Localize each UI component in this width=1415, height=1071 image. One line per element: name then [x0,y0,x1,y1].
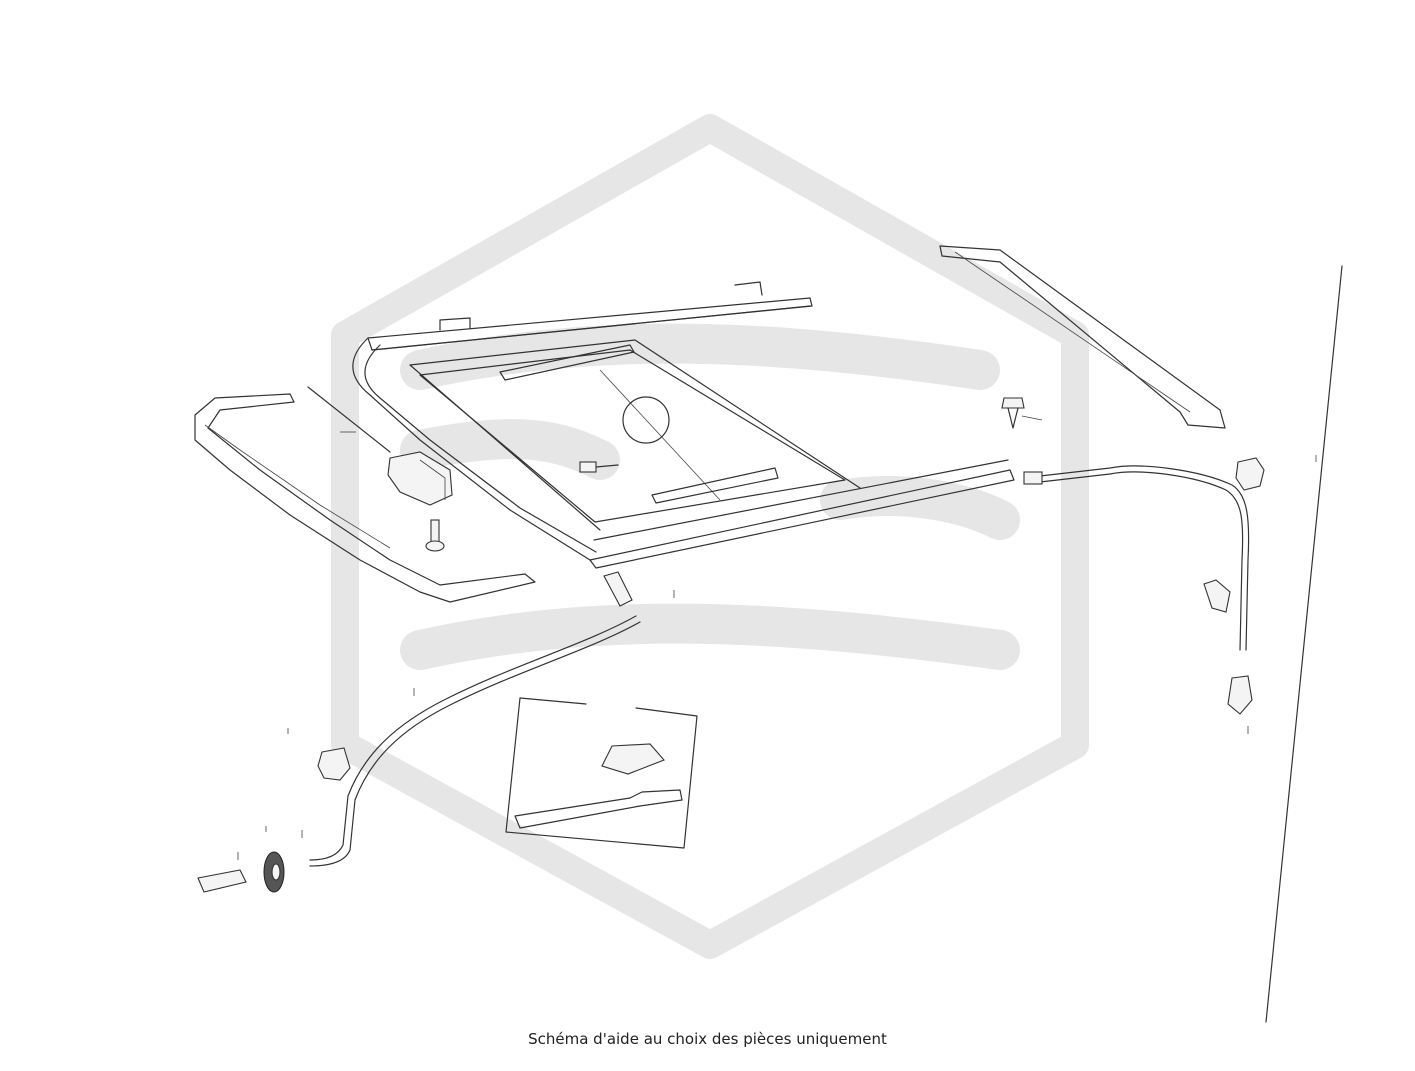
left-deflector [194,393,536,603]
watermark-logo [331,114,1089,959]
bolt-left [425,519,445,552]
drain-hose-left [309,571,641,867]
clip-right-top [1235,457,1265,491]
sunroof-frame [352,281,1015,569]
clip-left [317,747,351,781]
right-boundary-line [1265,265,1343,1023]
grommet [263,851,285,893]
diagram-caption: Schéma d'aide au choix des pièces unique… [528,1030,887,1048]
bolt-right [1001,397,1043,429]
inset-detail-box [505,697,698,849]
connector-right-bottom [1227,675,1253,715]
drain-plug [197,852,247,893]
lead-marks [265,455,1317,838]
right-roof-rail [939,245,1226,429]
drain-hose-right [1023,465,1250,651]
clip-right-mid [1203,579,1231,613]
sunroof-motor [307,386,453,506]
